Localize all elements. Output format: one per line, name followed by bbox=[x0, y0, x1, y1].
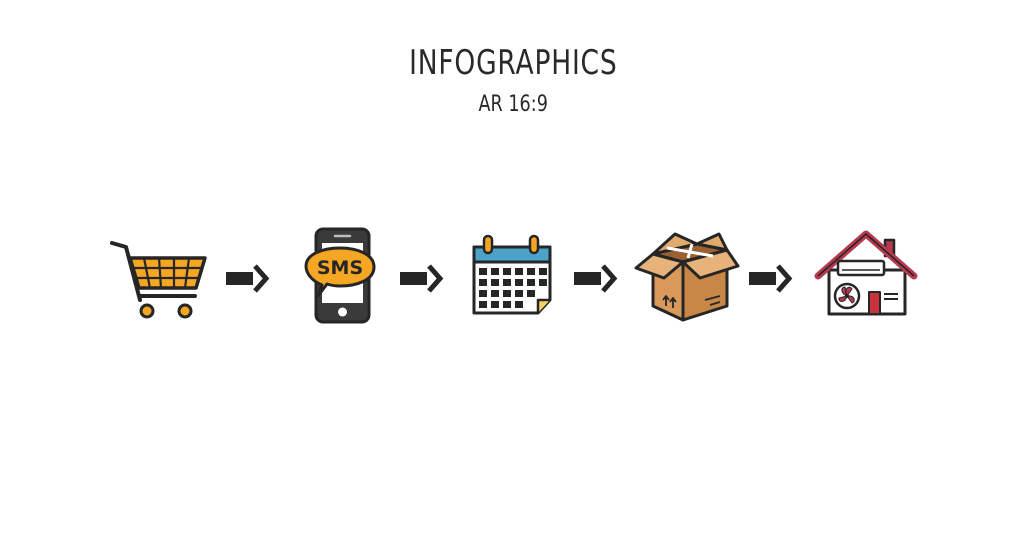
house-air-conditioner-icon bbox=[814, 230, 918, 316]
cardboard-box-icon bbox=[634, 232, 740, 322]
shopping-cart-icon bbox=[110, 241, 207, 319]
page-subtitle: AR 16:9 bbox=[478, 92, 548, 117]
arrow-right-icon bbox=[226, 264, 270, 293]
sms-label: SMS bbox=[317, 257, 363, 279]
arrow-right-icon bbox=[749, 264, 793, 293]
arrow-right-icon bbox=[574, 264, 618, 293]
calendar-icon bbox=[472, 234, 552, 315]
smartphone-sms-icon: SMS bbox=[304, 227, 376, 324]
arrow-right-icon bbox=[400, 264, 444, 293]
page-title: INFOGRAPHICS bbox=[409, 43, 618, 83]
